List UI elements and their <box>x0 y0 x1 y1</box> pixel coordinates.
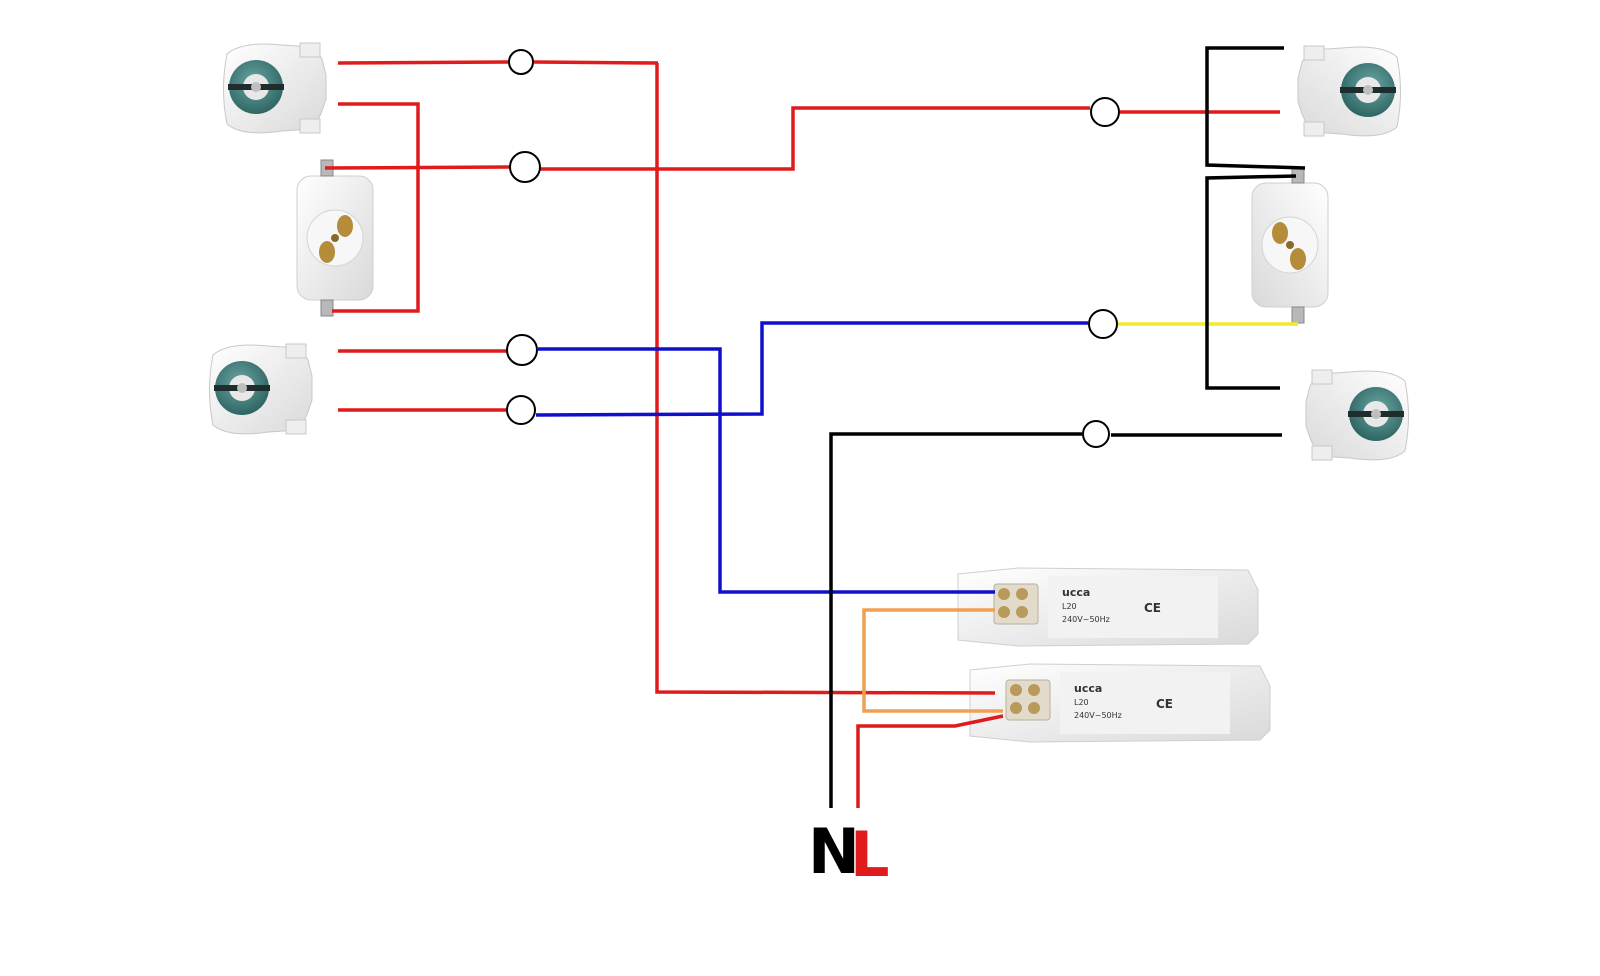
connector-1 <box>508 49 534 75</box>
wire-red-top <box>337 60 509 65</box>
neutral-label: N <box>808 815 860 888</box>
wire-black-right-loop <box>1205 46 1306 170</box>
connector-4 <box>506 395 536 425</box>
ballast-rating: 240V~50Hz <box>1062 615 1110 624</box>
ballast-lower: ucca L20 240V~50Hz CE <box>969 663 1271 743</box>
starter-holder-right <box>1251 166 1329 324</box>
wire-red-live <box>856 714 1004 808</box>
connector-7 <box>1082 420 1110 448</box>
wire-black-neutral <box>829 432 1082 808</box>
connector-3 <box>506 334 538 366</box>
lamp-holder-top-right <box>1297 45 1401 137</box>
connector-6 <box>1088 309 1118 339</box>
ballast-ce-mark: CE <box>1144 601 1161 615</box>
live-label: L <box>850 818 890 891</box>
wire-red-loop-left <box>332 102 420 313</box>
ballast-upper: ucca L20 240V~50Hz CE <box>957 567 1259 647</box>
wire-red-top-to-main <box>533 60 659 65</box>
ballast-model: L20 <box>1062 602 1077 611</box>
wire-red-cross-top <box>540 106 1090 171</box>
ballast-model: L20 <box>1074 698 1089 707</box>
lamp-holder-bottom-left <box>209 343 313 435</box>
starter-holder-left <box>296 159 374 317</box>
ballast-ce-mark: CE <box>1156 697 1173 711</box>
connector-2 <box>509 151 541 183</box>
lamp-holder-bottom-right <box>1305 369 1409 461</box>
ballast-brand: ucca <box>1074 682 1102 695</box>
wire-blue-2 <box>535 321 1088 417</box>
ballast-brand: ucca <box>1062 586 1090 599</box>
wire-red-starter-left <box>324 165 511 170</box>
wire-blue-1 <box>538 347 995 594</box>
wire-orange <box>862 608 1003 713</box>
ballast-rating: 240V~50Hz <box>1074 711 1122 720</box>
wire-red-main-vertical <box>655 63 996 695</box>
connector-5 <box>1090 97 1120 127</box>
lamp-holder-top-left <box>223 42 327 134</box>
wire-black-right-loop-2 <box>1205 174 1297 390</box>
